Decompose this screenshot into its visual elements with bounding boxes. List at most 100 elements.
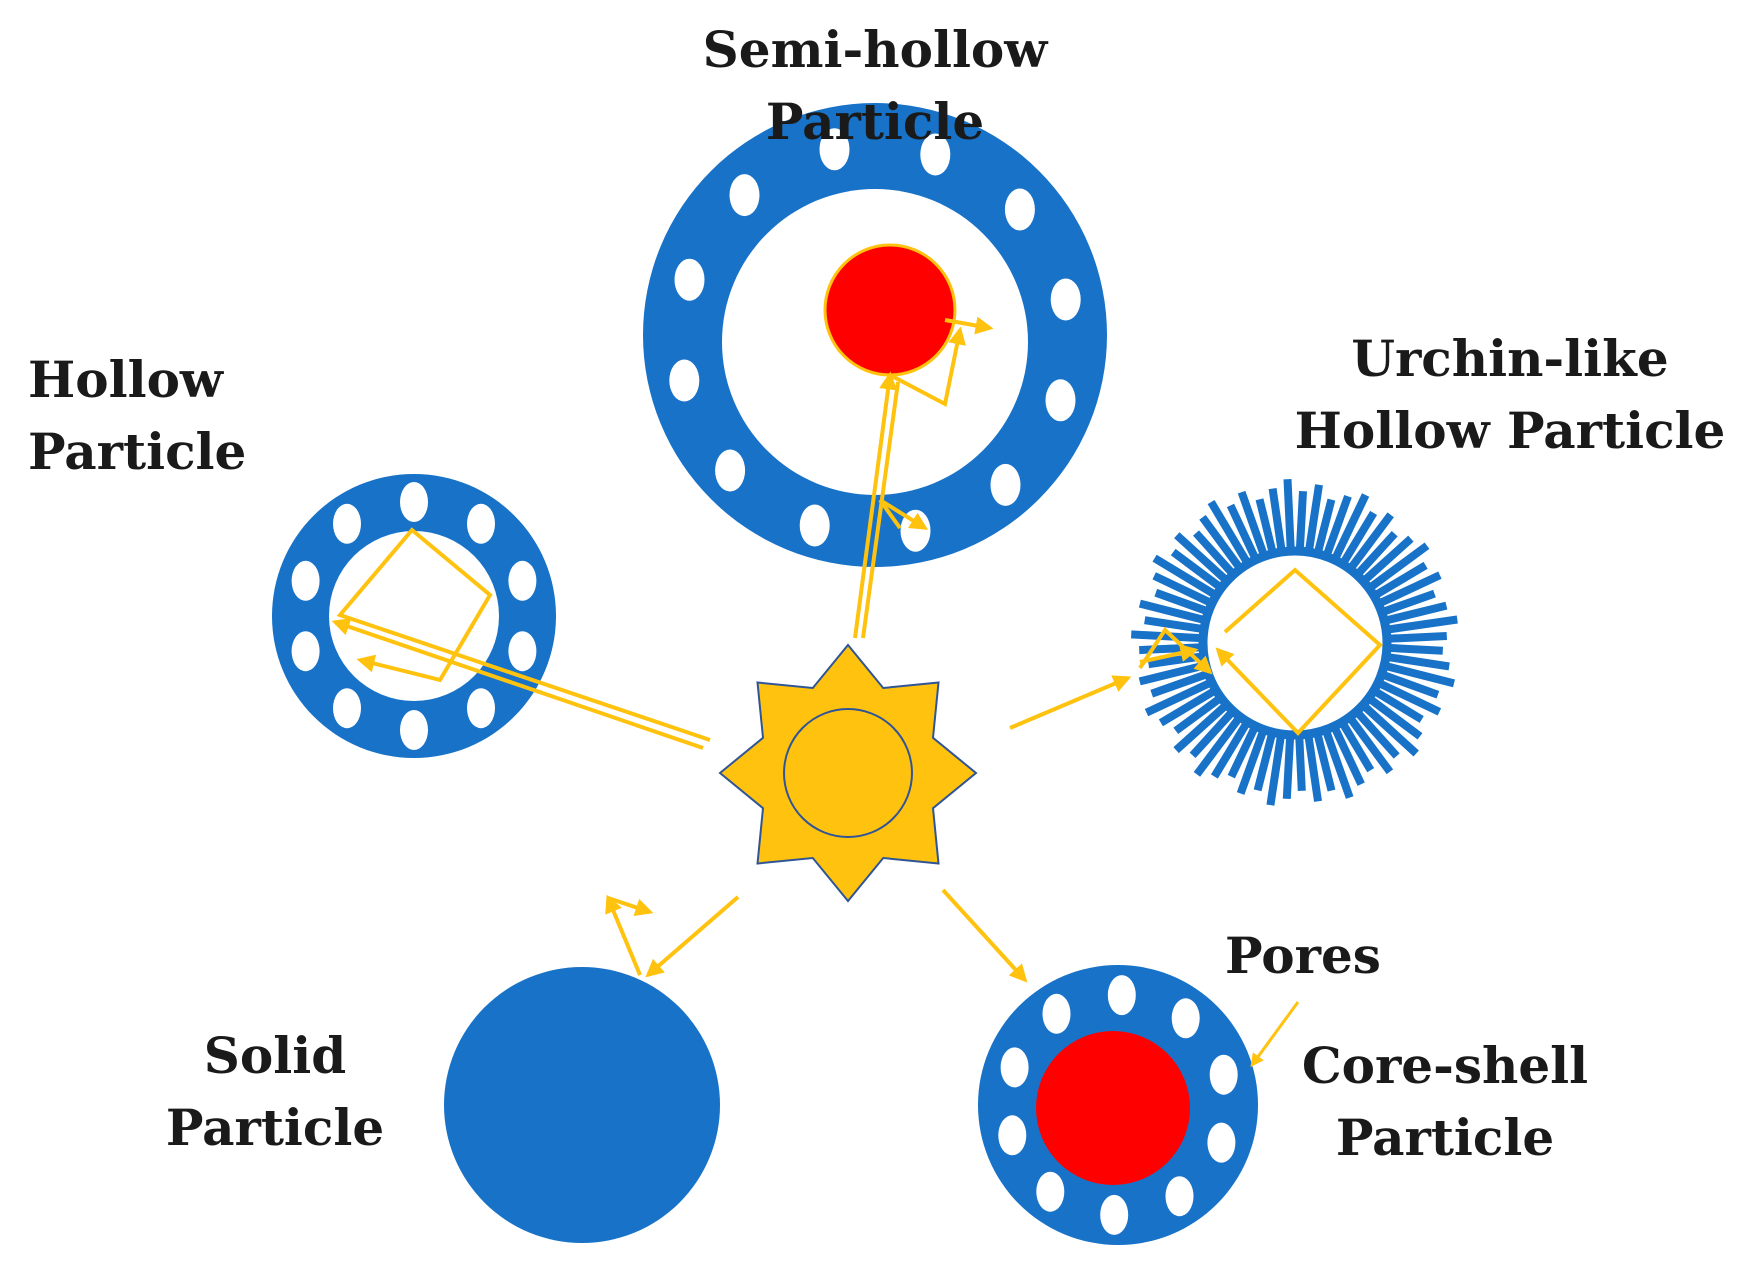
urchin-spike <box>1253 731 1277 792</box>
label-semi-hollow-line-2: Particle <box>765 92 985 151</box>
semi-hollow-light-paths <box>853 316 994 639</box>
urchin-spike <box>1376 678 1442 716</box>
urchin-spike <box>1282 734 1295 800</box>
urchin-spike <box>1268 488 1286 553</box>
urchin-spike <box>1346 714 1394 775</box>
label-pores: Pores <box>1225 926 1381 985</box>
urchin-spike <box>1226 503 1260 562</box>
pore-hole <box>998 1115 1027 1156</box>
urchin-spike <box>1158 686 1218 727</box>
pore-hole <box>1045 379 1076 422</box>
core-shell-particle <box>941 888 1300 1245</box>
urchin-spike <box>1385 615 1458 634</box>
urchin-spike <box>1330 493 1370 562</box>
urchin-spike <box>1237 490 1269 558</box>
urchin-light-paths <box>1009 567 1383 736</box>
urchin-spike <box>1385 652 1450 671</box>
label-urchin-like-hollow-particle: Urchin-like Hollow Particle <box>1285 323 1735 467</box>
urchin-spike <box>1138 599 1207 625</box>
urchin-spike <box>1371 687 1424 723</box>
semi-hollow-pores <box>669 128 1081 552</box>
urchin-spike <box>1295 490 1307 552</box>
pore-hole <box>467 503 495 544</box>
pore-hole <box>819 128 850 171</box>
urchin-spike <box>1255 498 1277 555</box>
urchin-spike <box>1313 731 1336 792</box>
pore-hole <box>1042 993 1071 1034</box>
pore-hole <box>990 463 1021 506</box>
urchin-spike <box>1130 630 1204 643</box>
pore-hole <box>400 710 428 750</box>
sun-core <box>783 708 913 838</box>
label-solid-line-2: Particle <box>165 1098 385 1157</box>
pore-hole <box>1000 1047 1029 1088</box>
pore-hole <box>799 504 830 547</box>
pore-hole <box>1107 975 1136 1016</box>
urchin-spike <box>1152 554 1219 599</box>
urchin-spike <box>1189 708 1236 758</box>
urchin-spike <box>1266 733 1286 806</box>
urchin-spike <box>1376 571 1442 608</box>
core-shell-core <box>1036 1031 1190 1185</box>
urchin-spike <box>1304 733 1322 802</box>
label-semi-hollow-line-1: Semi-hollow <box>702 20 1048 79</box>
urchin-spike <box>1360 702 1419 757</box>
solid-sphere <box>444 967 720 1243</box>
urchin-spike <box>1227 724 1260 779</box>
urchin-spike <box>1207 500 1252 566</box>
hollow-particle <box>272 474 711 758</box>
hollow-light-paths <box>331 527 711 750</box>
urchin-spike <box>1339 510 1378 567</box>
urchin-spike <box>1360 535 1414 585</box>
pore-hole <box>1207 1122 1236 1163</box>
urchin-spike <box>1313 498 1336 555</box>
urchin-spike <box>1295 734 1306 791</box>
semi-hollow-core <box>823 243 957 377</box>
pore-hole <box>920 133 951 176</box>
urchin-spike <box>1173 701 1230 754</box>
urchin-spike <box>1386 643 1444 655</box>
urchin-spike <box>1383 601 1448 625</box>
pore-hole <box>291 631 320 672</box>
pore-hole <box>1100 1194 1129 1235</box>
urchin-spike <box>1330 724 1365 786</box>
solid-light-paths <box>605 894 740 978</box>
urchin-spike <box>1372 561 1428 600</box>
urchin-spike <box>1380 670 1440 699</box>
urchin-spike <box>1380 589 1436 617</box>
label-core-shell-particle: Core-shell Particle <box>1280 1030 1610 1174</box>
pore-hole <box>333 688 361 729</box>
pore-hole <box>508 631 537 672</box>
pore-hole <box>291 560 320 601</box>
urchin-spike <box>1236 728 1268 795</box>
pore-hole <box>333 503 361 544</box>
pore-hole <box>674 258 705 301</box>
pore-hole <box>669 359 700 402</box>
label-solid-particle: Solid Particle <box>160 1020 390 1164</box>
urchin-spike <box>1366 694 1423 740</box>
urchin-spike <box>1353 708 1400 759</box>
urchin-spike <box>1150 669 1210 698</box>
urchin-spike <box>1193 530 1237 578</box>
label-hollow-particle: Hollow Particle <box>28 344 246 488</box>
label-urchin-line-1: Urchin-like <box>1351 329 1669 388</box>
pore-hole <box>1171 998 1200 1039</box>
urchin-spike <box>1173 694 1224 735</box>
urchin-spike <box>1283 479 1295 552</box>
pore-hole <box>1165 1176 1194 1217</box>
pore-hole <box>1004 188 1035 231</box>
pore-hole <box>1050 278 1081 321</box>
pore-hole <box>715 449 746 492</box>
pore-hole <box>729 174 760 217</box>
urchin-spike <box>1174 532 1230 584</box>
pore-hole <box>467 688 495 729</box>
pore-hole <box>1209 1054 1238 1095</box>
urchin-like-hollow-particle <box>1009 479 1458 806</box>
urchin-spike <box>1338 720 1375 773</box>
urchin-spike <box>1170 548 1224 592</box>
pore-hole <box>1036 1171 1065 1212</box>
urchin-spike <box>1346 512 1394 572</box>
urchin-spike <box>1199 515 1244 572</box>
urchin-spike <box>1152 572 1214 608</box>
